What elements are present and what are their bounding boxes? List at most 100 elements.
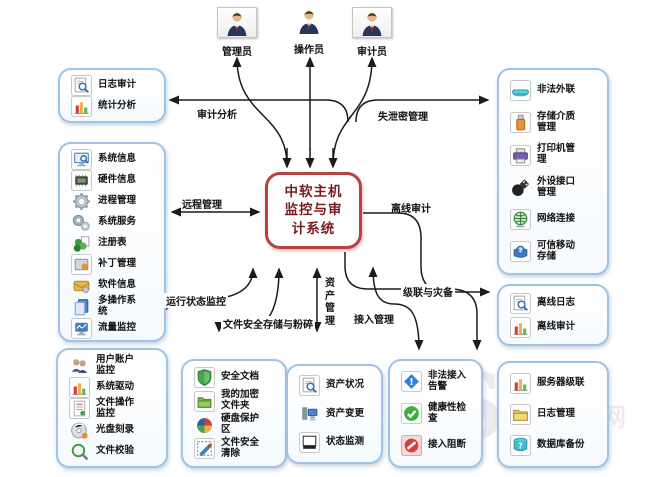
feature-item: 外设接口管理 bbox=[502, 175, 604, 199]
bar-chart-icon bbox=[510, 316, 531, 338]
feature-item: 硬盘保护区 bbox=[186, 413, 282, 436]
feature-item: 打印机管理 bbox=[502, 143, 604, 166]
usb-plug-icon bbox=[510, 177, 531, 198]
bar-chart-icon bbox=[510, 373, 531, 394]
db-backup-icon: ? bbox=[510, 435, 531, 456]
feature-label: 进程管理 bbox=[98, 195, 137, 207]
patch-icon bbox=[71, 254, 92, 275]
center-title-line: 计系统 bbox=[291, 220, 336, 237]
right-top-box: 非法外联存储介质管理打印机管理外设接口管理网络连接?可信移动存储 bbox=[497, 68, 609, 275]
feature-item: 硬件信息 bbox=[63, 170, 161, 191]
doc-magnifier-icon bbox=[510, 292, 531, 314]
feature-item: 日志管理 bbox=[502, 404, 604, 425]
feature-item: 离线日志 bbox=[502, 292, 604, 314]
left-middle-box: 系统信息硬件信息进程管理系统服务注册表补丁管理软件信息多操作系统流量监控 bbox=[58, 142, 166, 342]
bottom-box-access: !非法接入告警健康性检查接入阻断 bbox=[388, 359, 483, 468]
right-middle-box: 离线日志离线审计 bbox=[497, 284, 609, 346]
feature-label: 外设接口管理 bbox=[537, 175, 576, 198]
encrypted-folder-icon bbox=[194, 390, 215, 412]
usb-stick-icon bbox=[510, 112, 531, 134]
status-screen-icon bbox=[299, 432, 320, 454]
feature-item: 流量监控 bbox=[63, 317, 161, 339]
actor-管理员: 管理员 bbox=[209, 7, 265, 58]
feature-item: 文件校验 bbox=[61, 441, 163, 462]
feature-label: 多操作系统 bbox=[98, 295, 137, 317]
feature-item: 进程管理 bbox=[63, 191, 161, 212]
actor-审计员: 审计员 bbox=[344, 7, 400, 58]
service-gears-icon bbox=[71, 212, 92, 233]
feature-item: 多操作系统 bbox=[63, 295, 161, 318]
secure-shield-icon bbox=[194, 367, 215, 389]
feature-item: ?数据库备份 bbox=[502, 435, 604, 456]
arrow-label: 远程管理 bbox=[182, 200, 222, 211]
feature-label: 文件操作监控 bbox=[96, 396, 135, 419]
feature-item: 网络连接 bbox=[502, 209, 604, 231]
feature-item: ! 非法接入告警 bbox=[393, 370, 478, 393]
feature-label: 资产状况 bbox=[326, 378, 365, 390]
feature-label: 硬件信息 bbox=[98, 174, 137, 186]
trusted-hdd-icon: ? bbox=[510, 241, 531, 263]
process-gear-icon bbox=[71, 191, 92, 212]
erase-brush-icon bbox=[194, 438, 215, 460]
feature-item: 日志审计 bbox=[63, 75, 161, 96]
arrow-label: 文件安全存储与粉碎 bbox=[221, 316, 315, 331]
right-bottom-box: 服务器级联日志管理 ?数据库备份 bbox=[497, 361, 609, 468]
bottom-box-security: 安全文档我的加密文件夹硬盘保护区文件安全清除 bbox=[181, 359, 287, 468]
feature-item: 服务器级联 bbox=[502, 373, 604, 394]
software-package-icon bbox=[71, 275, 92, 296]
log-folder-icon bbox=[510, 404, 531, 425]
feature-item: 资产状况 bbox=[291, 374, 378, 396]
doc-magnifier-icon bbox=[71, 75, 92, 96]
feature-label: 注册表 bbox=[98, 237, 127, 249]
feature-label: 光盘刻录 bbox=[96, 423, 135, 435]
feature-label: 系统信息 bbox=[98, 153, 137, 165]
feature-label: 用户账户监控 bbox=[96, 354, 135, 376]
feature-item: 系统信息 bbox=[63, 149, 161, 170]
feature-item: 我的加密文件夹 bbox=[186, 389, 282, 412]
arrow-label: 接入管理 bbox=[352, 311, 396, 326]
auditor-user-icon bbox=[352, 7, 392, 38]
feature-item: 统计分析 bbox=[63, 96, 161, 117]
file-doc-icon bbox=[69, 398, 90, 420]
feature-label: 非法接入告警 bbox=[428, 370, 467, 392]
left-top-box: 日志审计统计分析 bbox=[58, 68, 166, 123]
feature-item: 资产变更 bbox=[291, 403, 378, 424]
arrow-label: 离线审计 bbox=[391, 204, 431, 215]
svg-text:?: ? bbox=[519, 247, 523, 255]
feature-label: 统计分析 bbox=[98, 100, 137, 112]
actor-label: 审计员 bbox=[357, 47, 387, 58]
feature-label: 我的加密文件夹 bbox=[221, 389, 260, 412]
feature-label: 状态监测 bbox=[326, 436, 365, 448]
feature-item: 健康性检查 bbox=[393, 402, 478, 425]
feature-item: 离线审计 bbox=[502, 316, 604, 338]
alert-diamond-icon: ! bbox=[401, 371, 422, 393]
feature-item: 存储介质管理 bbox=[502, 111, 604, 134]
feature-label: 日志管理 bbox=[537, 408, 576, 420]
disk-pie-icon bbox=[194, 415, 215, 436]
registry-icon bbox=[71, 233, 92, 254]
feature-item: 安全文档 bbox=[186, 367, 282, 389]
feature-label: 服务器级联 bbox=[537, 377, 585, 389]
feature-label: 系统服务 bbox=[98, 216, 137, 228]
arrow-label: 运行状态监控 bbox=[164, 293, 228, 308]
feature-item: 非法外联 bbox=[502, 80, 604, 102]
feature-item: 注册表 bbox=[63, 233, 161, 254]
traffic-monitor-icon bbox=[71, 317, 92, 339]
feature-label: 软件信息 bbox=[98, 279, 137, 291]
bottom-box-asset: 资产状况资产变更状态监测 bbox=[286, 364, 383, 464]
feature-item: 系统驱动 bbox=[61, 376, 163, 398]
svg-text:!: ! bbox=[409, 378, 413, 389]
bar-chart-icon bbox=[71, 96, 92, 117]
arrow-label: 资产管理 bbox=[325, 278, 335, 327]
health-check-icon bbox=[401, 403, 422, 425]
feature-label: 文件安全清除 bbox=[221, 437, 260, 459]
center-title-line: 监控与审 bbox=[284, 202, 343, 219]
feature-item: 补丁管理 bbox=[63, 254, 161, 275]
feature-item: 光盘刻录 bbox=[61, 420, 163, 441]
actor-操作员: 操作员 bbox=[281, 7, 337, 56]
feature-item: 用户账户监控 bbox=[61, 354, 163, 377]
multi-os-icon bbox=[71, 296, 92, 317]
file-check-magnifier-icon bbox=[69, 441, 90, 462]
arrow-label: 失泄密管理 bbox=[378, 112, 428, 123]
